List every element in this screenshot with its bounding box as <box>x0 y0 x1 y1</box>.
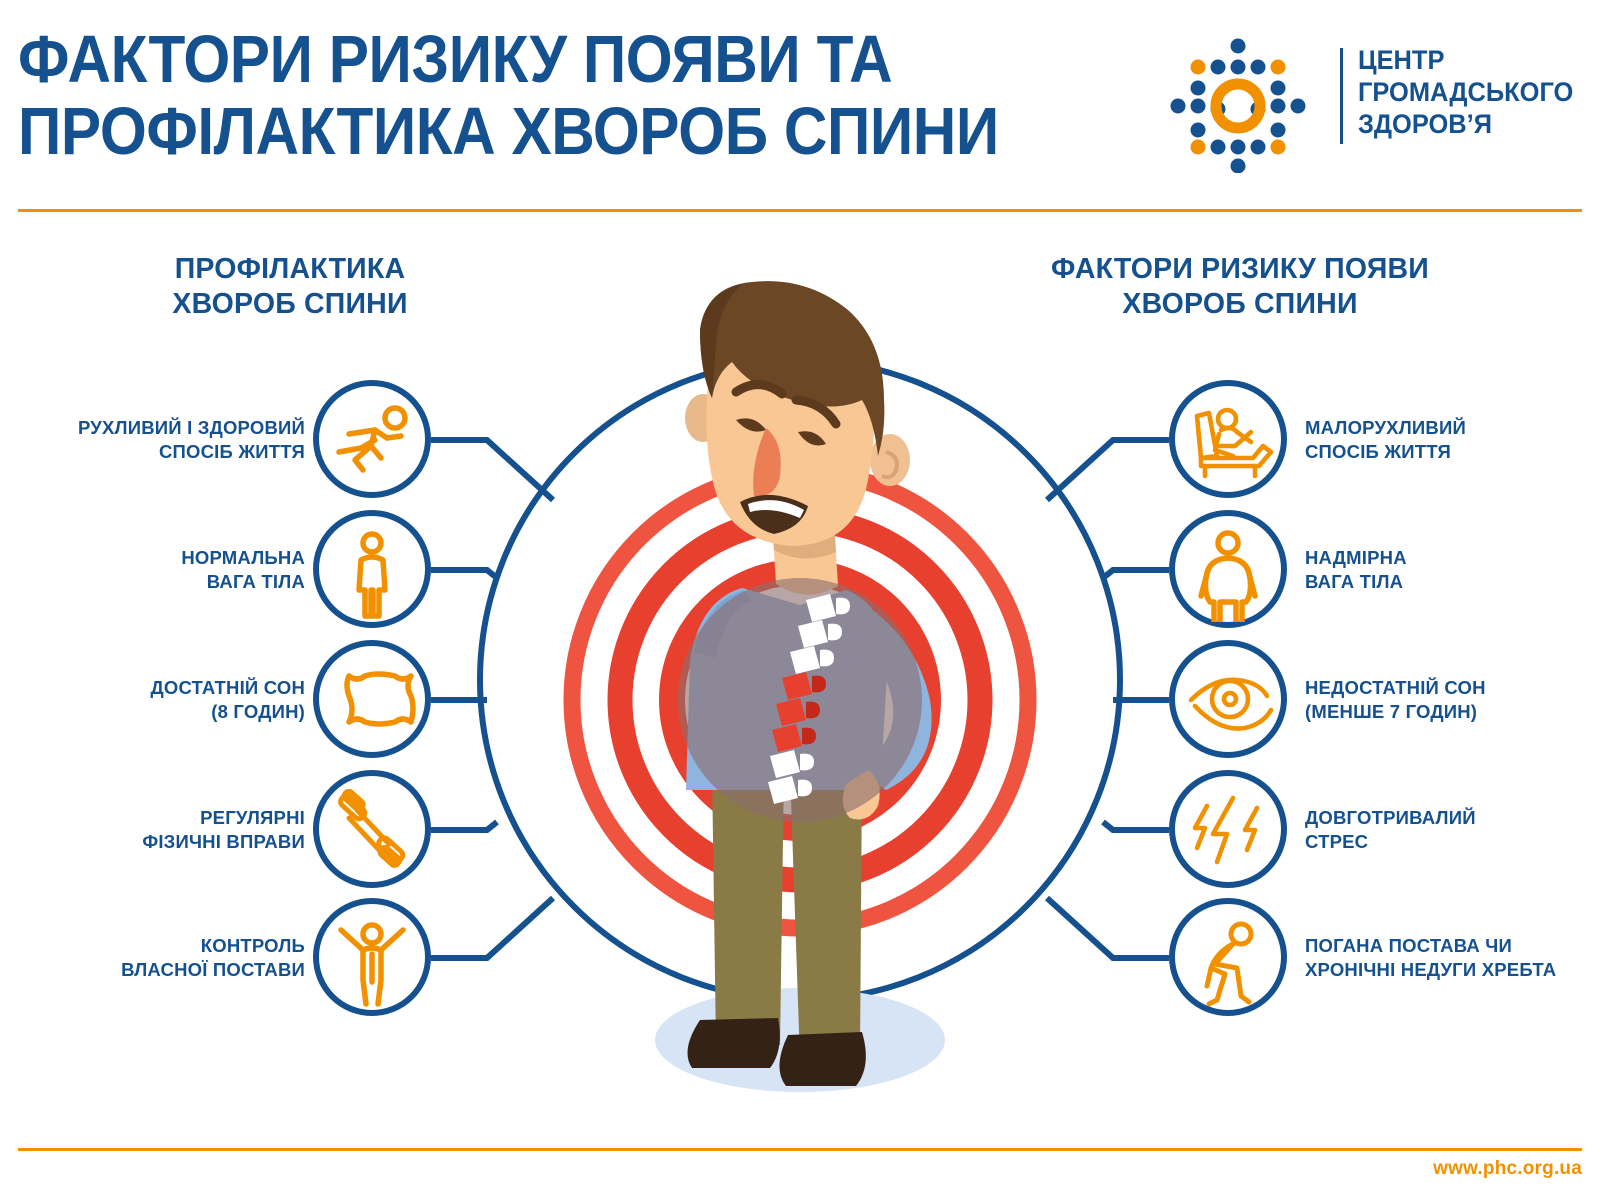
prevention-item-2-label-line-2: ВАГА ТІЛА <box>206 571 305 592</box>
logo-text-line-3: ЗДОРОВ’Я <box>1358 109 1492 139</box>
prevention-item-3-label-line-2: (8 ГОДИН) <box>211 701 305 722</box>
lightning-bolts-icon <box>1192 795 1260 865</box>
risk-item-3-label-line-1: НЕДОСТАТНІЙ СОН <box>1305 677 1486 698</box>
risk-heading-line-2: ХВОРОБ СПИНИ <box>1122 288 1358 320</box>
prevention-item-5-label-line-2: ВЛАСНОЇ ПОСТАВИ <box>121 959 305 980</box>
risk-item-4-bubble[interactable] <box>1169 770 1287 888</box>
prevention-item-3-label-line-1: ДОСТАТНІЙ СОН <box>150 677 305 698</box>
prevention-column-heading: ПРОФІЛАКТИКА ХВОРОБ СПИНИ <box>60 252 520 322</box>
risk-item-2-bubble[interactable] <box>1169 510 1287 628</box>
prevention-heading-line-1: ПРОФІЛАКТИКА <box>174 253 406 285</box>
risk-item-2-label-line-1: НАДМІРНА <box>1305 547 1407 568</box>
prevention-item-4-label-line-1: РЕГУЛЯРНІ <box>200 807 305 828</box>
running-person-icon <box>336 405 408 473</box>
prevention-item-5-bubble[interactable] <box>313 898 431 1016</box>
prevention-item-2-bubble[interactable] <box>313 510 431 628</box>
prevention-item-1-bubble[interactable] <box>313 380 431 498</box>
standing-person-icon <box>356 531 388 619</box>
risk-item-2-label: НАДМІРНА ВАГА ТІЛА <box>1305 546 1565 594</box>
risk-item-4-label-line-1: ДОВГОТРИВАЛИЙ <box>1305 807 1476 828</box>
legs <box>712 770 862 1060</box>
organization-logo <box>1168 30 1588 180</box>
vertebrae <box>768 594 850 804</box>
page-title-line-2: ПРОФІЛАКТИКА ХВОРОБ СПИНИ <box>18 94 999 169</box>
dotted-diamond-ring-icon <box>1170 38 1306 173</box>
prevention-item-5-label: КОНТРОЛЬ ВЛАСНОЇ ПОСТАВИ <box>45 934 305 982</box>
prevention-item-1-label: РУХЛИВИЙ І ЗДОРОВИЙ СПОСІБ ЖИТТЯ <box>45 416 305 464</box>
website-url[interactable]: www.phc.org.ua <box>1433 1158 1582 1179</box>
risk-item-4-label-line-2: СТРЕС <box>1305 831 1369 852</box>
logo-text-line-1: ЦЕНТР <box>1358 45 1445 75</box>
logo-text: ЦЕНТР ГРОМАДСЬКОГО ЗДОРОВ’Я <box>1358 44 1573 140</box>
risk-item-3-label: НЕДОСТАТНІЙ СОН (МЕНШЕ 7 ГОДИН) <box>1305 676 1565 724</box>
risk-item-3-bubble[interactable] <box>1169 640 1287 758</box>
head <box>685 281 910 546</box>
prevention-item-5-label-line-1: КОНТРОЛЬ <box>200 935 305 956</box>
risk-column-heading: ФАКТОРИ РИЗИКУ ПОЯВИ ХВОРОБ СПИНИ <box>1005 252 1475 322</box>
risk-item-1-label-line-2: СПОСІБ ЖИТТЯ <box>1305 441 1452 462</box>
risk-item-5-label-line-1: ПОГАНА ПОСТАВА ЧИ <box>1305 935 1512 956</box>
dumbbell-icon <box>338 788 406 868</box>
open-eye-icon <box>1188 677 1274 731</box>
page-title: ФАКТОРИ РИЗИКУ ПОЯВИ ТА ПРОФІЛАКТИКА ХВО… <box>18 24 1138 168</box>
risk-heading-line-1: ФАКТОРИ РИЗИКУ ПОЯВИ <box>1051 253 1429 285</box>
prevention-item-4-label: РЕГУЛЯРНІ ФІЗИЧНІ ВПРАВИ <box>45 806 305 854</box>
risk-item-1-label: МАЛОРУХЛИВИЙ СПОСІБ ЖИТТЯ <box>1305 416 1565 464</box>
prevention-item-1-label-line-1: РУХЛИВИЙ І ЗДОРОВИЙ <box>78 417 305 438</box>
prevention-item-1-label-line-2: СПОСІБ ЖИТТЯ <box>158 441 305 462</box>
header-divider-line <box>18 209 1582 212</box>
prevention-heading-line-2: ХВОРОБ СПИНИ <box>172 288 408 320</box>
risk-item-5-label: ПОГАНА ПОСТАВА ЧИ ХРОНІЧНІ НЕДУГИ ХРЕБТА <box>1305 934 1565 982</box>
risk-item-4-label: ДОВГОТРИВАЛИЙ СТРЕС <box>1305 806 1565 854</box>
prevention-item-2-label-line-1: НОРМАЛЬНА <box>181 547 305 568</box>
risk-item-2-label-line-2: ВАГА ТІЛА <box>1305 571 1404 592</box>
risk-item-5-bubble[interactable] <box>1169 898 1287 1016</box>
person-in-armchair-icon <box>1194 407 1274 479</box>
pillow-icon <box>344 671 416 727</box>
risk-item-5-label-line-2: ХРОНІЧНІ НЕДУГИ ХРЕБТА <box>1305 959 1557 980</box>
risk-item-1-bubble[interactable] <box>1169 380 1287 498</box>
logo-text-line-2: ГРОМАДСЬКОГО <box>1358 77 1574 107</box>
logo-divider <box>1340 48 1343 144</box>
risk-item-1-label-line-1: МАЛОРУХЛИВИЙ <box>1305 417 1466 438</box>
risk-item-3-label-line-2: (МЕНШЕ 7 ГОДИН) <box>1305 701 1478 722</box>
prevention-item-4-label-line-2: ФІЗИЧНІ ВПРАВИ <box>142 831 305 852</box>
prevention-item-2-label: НОРМАЛЬНА ВАГА ТІЛА <box>45 546 305 594</box>
arms-raised-person-icon <box>338 922 406 1007</box>
shoes <box>687 1018 866 1086</box>
page-title-line-1: ФАКТОРИ РИЗИКУ ПОЯВИ ТА <box>18 22 893 97</box>
prevention-item-3-label: ДОСТАТНІЙ СОН (8 ГОДИН) <box>45 676 305 724</box>
hunched-walking-person-icon <box>1204 921 1254 1007</box>
spine-highlight <box>678 578 922 822</box>
prevention-item-4-bubble[interactable] <box>313 770 431 888</box>
overweight-person-icon <box>1198 530 1258 622</box>
footer-divider-line <box>18 1148 1582 1151</box>
prevention-item-3-bubble[interactable] <box>313 640 431 758</box>
